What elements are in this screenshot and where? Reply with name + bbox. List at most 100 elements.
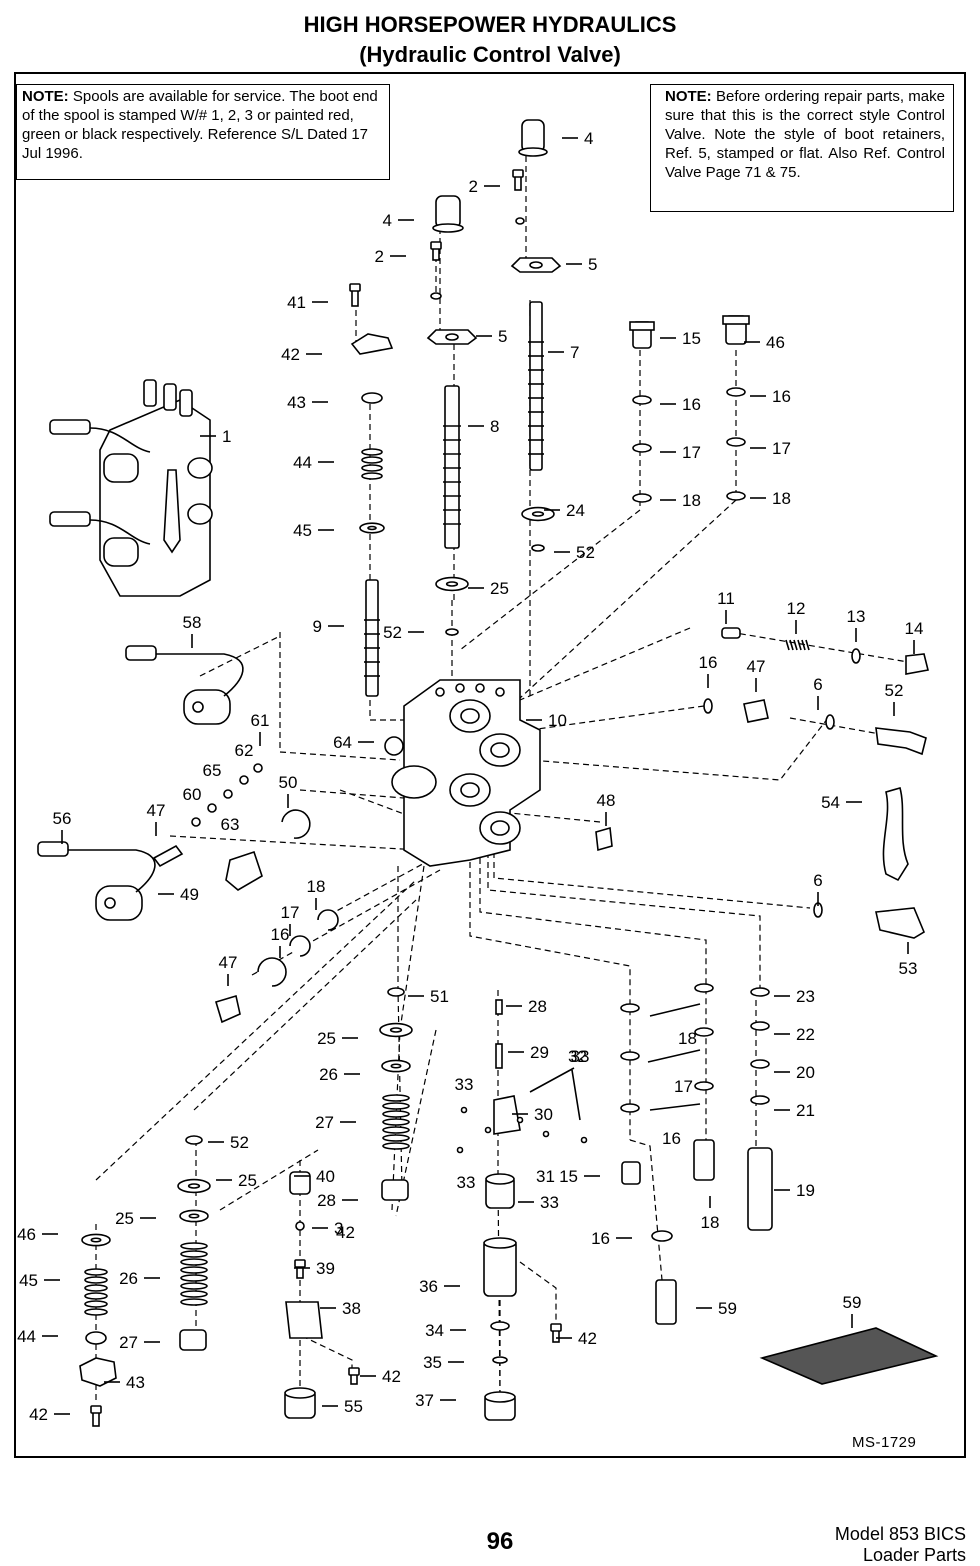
cap-28 bbox=[179, 1329, 207, 1351]
callout-label: 38 bbox=[342, 1299, 361, 1318]
callout-label: 45 bbox=[19, 1271, 38, 1290]
o-ring bbox=[750, 1095, 770, 1105]
cap-rim bbox=[518, 147, 548, 157]
callout-label: 11 bbox=[717, 589, 735, 608]
bolt-head bbox=[90, 1405, 102, 1414]
callout-label: 9 bbox=[313, 617, 322, 636]
o-ring bbox=[825, 714, 835, 730]
callout-label: 16 bbox=[591, 1229, 610, 1248]
callout-label: 19 bbox=[796, 1181, 815, 1200]
note-label: NOTE: bbox=[665, 88, 712, 105]
dashed-alignment-line bbox=[469, 842, 631, 1140]
pin-29 bbox=[495, 999, 503, 1015]
callout-label: 52 bbox=[576, 543, 595, 562]
o-ring bbox=[632, 443, 652, 453]
callout-label: 18 bbox=[701, 1213, 720, 1232]
fitting-48 bbox=[152, 844, 184, 868]
ball-33 bbox=[580, 1136, 588, 1144]
spring-12 bbox=[805, 639, 810, 651]
callout-label: 15 bbox=[559, 1167, 578, 1186]
spring-coil bbox=[180, 1242, 208, 1250]
spring-coil bbox=[84, 1276, 108, 1284]
callout-label: 61 bbox=[251, 711, 270, 730]
dashed-alignment-line bbox=[629, 1139, 663, 1281]
spring-12 bbox=[789, 639, 794, 651]
callout-label: 60 bbox=[183, 785, 202, 804]
spring-coil bbox=[84, 1292, 108, 1300]
elbow-fitting-54 bbox=[875, 907, 926, 939]
drawing-code: MS-1729 bbox=[852, 1434, 917, 1451]
spring-coil bbox=[180, 1274, 208, 1282]
spring-coil bbox=[361, 456, 383, 464]
cap-41 bbox=[289, 1171, 311, 1195]
coil-wire bbox=[154, 653, 244, 697]
callout-label: 28 bbox=[317, 1191, 336, 1210]
spool-part bbox=[365, 579, 379, 697]
detent-39 bbox=[285, 1301, 323, 1339]
port-bore bbox=[460, 782, 480, 798]
callout-label: 26 bbox=[119, 1269, 138, 1288]
o-ring bbox=[295, 1221, 305, 1231]
callout-label: 2 bbox=[375, 247, 384, 266]
callout-label: 64 bbox=[333, 733, 352, 752]
o-ring bbox=[531, 544, 545, 552]
solenoid-coil bbox=[95, 885, 143, 921]
o-ring bbox=[85, 1331, 107, 1345]
dashed-alignment-line bbox=[729, 631, 921, 665]
callout-label: 25 bbox=[238, 1171, 257, 1190]
valve-port bbox=[187, 457, 213, 479]
cap-28 bbox=[381, 1179, 409, 1201]
page-subtitle: (Hydraulic Control Valve) bbox=[359, 42, 621, 67]
callout-label: 17 bbox=[281, 903, 300, 922]
washer-hole bbox=[367, 525, 377, 531]
valve-linkage bbox=[163, 469, 181, 554]
ball-33 bbox=[542, 1130, 550, 1138]
callout-label: 30 bbox=[534, 1105, 553, 1124]
leader-line bbox=[529, 1067, 581, 1121]
callout-label: 12 bbox=[787, 599, 806, 618]
callout-label: 54 bbox=[821, 793, 840, 812]
plug-14 bbox=[905, 653, 929, 675]
callout-label: 45 bbox=[293, 521, 312, 540]
callout-label: 42 bbox=[281, 345, 300, 364]
snap-ring-16 bbox=[257, 957, 287, 987]
o-ring bbox=[694, 983, 714, 993]
o-ring bbox=[239, 775, 249, 785]
ball-33 bbox=[460, 1106, 468, 1114]
retainer-hole bbox=[529, 261, 543, 269]
valve-coil bbox=[103, 537, 139, 567]
spring-coil bbox=[180, 1290, 208, 1298]
o-ring bbox=[253, 763, 263, 773]
fitting-49 bbox=[595, 826, 613, 852]
callout-label: 44 bbox=[293, 453, 312, 472]
bolt-head bbox=[430, 241, 442, 250]
spring-coil bbox=[361, 448, 383, 456]
cylinder-top bbox=[484, 1391, 516, 1403]
spring-12 bbox=[801, 639, 806, 651]
note-text: Before ordering repair parts, make sure … bbox=[665, 88, 945, 181]
callout-label: 17 bbox=[674, 1077, 693, 1096]
callout-label: 43 bbox=[126, 1373, 145, 1392]
mount-hole bbox=[475, 683, 485, 693]
callout-label: 28 bbox=[528, 997, 547, 1016]
callout-label: 34 bbox=[425, 1321, 444, 1340]
spring-coil bbox=[361, 472, 383, 480]
snap-ring-51 bbox=[281, 809, 311, 839]
coil-terminal bbox=[104, 897, 116, 909]
valve-connector bbox=[49, 419, 91, 435]
callout-label: 7 bbox=[570, 343, 579, 362]
callout-label: 13 bbox=[847, 607, 866, 626]
callout-label: 47 bbox=[747, 657, 766, 676]
dashed-alignment-line bbox=[789, 717, 881, 735]
o-ring bbox=[361, 392, 383, 404]
fitting-19 bbox=[693, 1139, 715, 1181]
dashed-alignment-line bbox=[459, 350, 641, 651]
bolt-shank bbox=[552, 1329, 560, 1343]
o-ring bbox=[430, 292, 442, 300]
callout-label: 20 bbox=[796, 1063, 815, 1082]
dashed-alignment-line bbox=[169, 835, 421, 851]
dashed-alignment-line bbox=[279, 632, 401, 761]
o-ring bbox=[750, 987, 770, 997]
bolt-head bbox=[294, 1259, 306, 1268]
callout-label: 44 bbox=[17, 1327, 36, 1346]
